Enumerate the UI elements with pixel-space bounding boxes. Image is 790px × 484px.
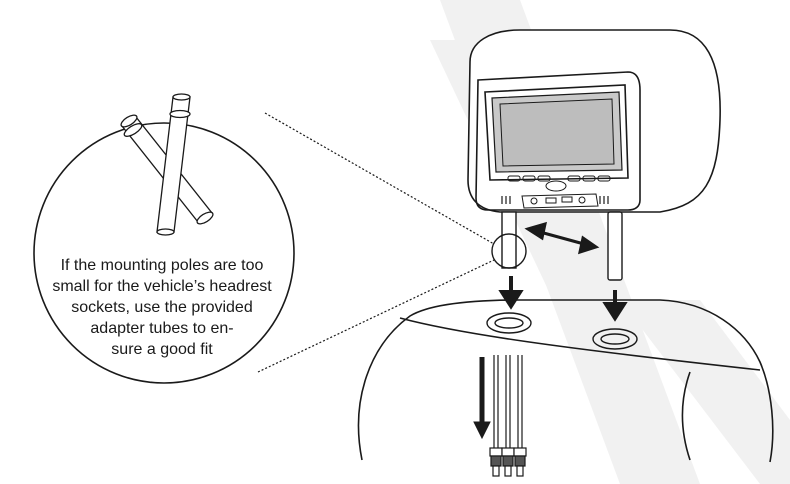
seat-back <box>357 299 774 463</box>
caption-line-1: If the mounting poles are too <box>60 257 264 274</box>
mounting-pole-icon <box>156 93 191 236</box>
headrest-sockets <box>486 312 638 350</box>
callout-circle <box>33 122 295 384</box>
caption-line-3: sockets, use the provided <box>71 299 253 316</box>
mounting-pole <box>501 211 623 281</box>
highlight-circle <box>491 233 527 269</box>
av-cables <box>473 355 523 448</box>
caption-line-2: small for the vehicle’s headrest <box>52 278 272 295</box>
callout-caption: If the mounting poles are too small for … <box>22 255 302 360</box>
headrest-monitor <box>467 29 721 213</box>
av-connector-icon <box>489 447 527 477</box>
caption-line-5: sure a good fit <box>111 341 213 358</box>
caption-line-4: adapter tubes to en- <box>90 320 234 337</box>
double-arrow-icon <box>524 221 600 255</box>
callout-leader-lines <box>257 112 495 373</box>
down-arrow-icon <box>498 276 628 322</box>
